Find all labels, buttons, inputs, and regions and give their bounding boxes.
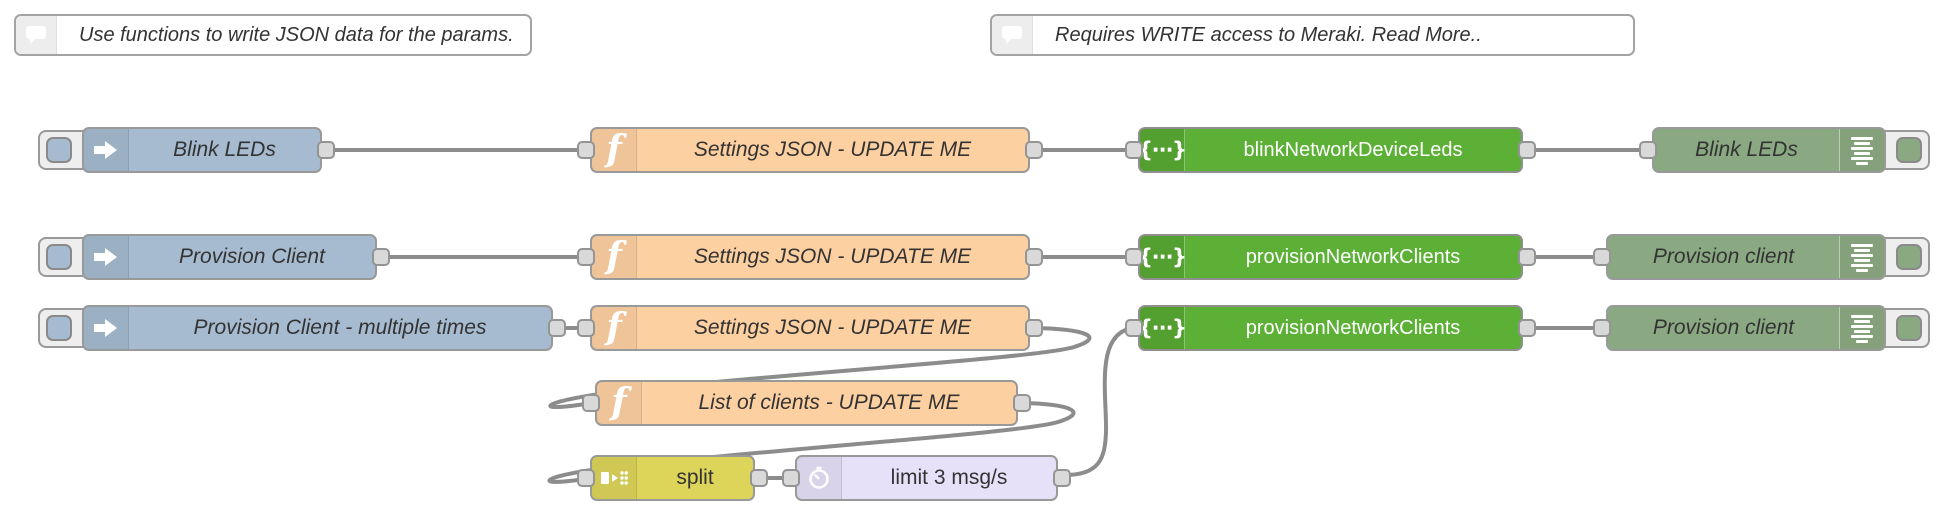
node-inject-provision-client[interactable]: Provision Client — [38, 234, 390, 280]
node-label: Provision Client - multiple times — [193, 316, 487, 339]
input-port[interactable] — [1593, 319, 1611, 337]
function-icon: f — [592, 129, 637, 171]
function-icon: f — [592, 236, 637, 278]
output-port[interactable] — [1518, 248, 1536, 266]
json-braces-icon: {⋯} — [1138, 307, 1187, 349]
inject-arrow-icon — [84, 307, 129, 349]
node-function-settings-json-1[interactable]: f Settings JSON - UPDATE ME — [577, 127, 1043, 173]
output-port[interactable] — [1025, 141, 1043, 159]
debug-lines-icon — [1839, 236, 1884, 278]
function-icon: f — [597, 382, 642, 424]
node-debug-blink-leds[interactable]: Blink LEDs — [1639, 127, 1930, 173]
node-label: Settings JSON - UPDATE ME — [693, 245, 972, 268]
output-port[interactable] — [1013, 394, 1031, 412]
output-port[interactable] — [750, 469, 768, 487]
node-label: blinkNetworkDeviceLeds — [1243, 138, 1463, 161]
node-delay-limit[interactable]: limit 3 msg/s — [782, 455, 1071, 501]
node-api-blink-network-device-leds[interactable]: {⋯} blinkNetworkDeviceLeds — [1125, 127, 1536, 173]
comment-label: Use functions to write JSON data for the… — [79, 23, 514, 46]
output-port[interactable] — [548, 319, 566, 337]
output-port[interactable] — [1518, 141, 1536, 159]
node-debug-provision-client-2[interactable]: Provision client — [1593, 305, 1930, 351]
node-label: Provision client — [1652, 245, 1795, 268]
node-inject-provision-client-multiple[interactable]: Provision Client - multiple times — [38, 305, 566, 351]
node-api-provision-network-clients-2[interactable]: {⋯} provisionNetworkClients — [1125, 305, 1536, 351]
node-label: Settings JSON - UPDATE ME — [693, 316, 972, 339]
node-label: provisionNetworkClients — [1245, 245, 1461, 268]
output-port[interactable] — [1053, 469, 1071, 487]
node-function-settings-json-2[interactable]: f Settings JSON - UPDATE ME — [577, 234, 1043, 280]
input-port[interactable] — [1125, 141, 1143, 159]
input-port[interactable] — [1639, 141, 1657, 159]
node-inject-blink-leds[interactable]: Blink LEDs — [38, 127, 335, 173]
node-label: Blink LEDs — [173, 138, 276, 161]
node-api-provision-network-clients-1[interactable]: {⋯} provisionNetworkClients — [1125, 234, 1536, 280]
node-debug-provision-client-1[interactable]: Provision client — [1593, 234, 1930, 280]
node-function-settings-json-3[interactable]: f Settings JSON - UPDATE ME — [577, 305, 1043, 351]
input-port[interactable] — [1125, 319, 1143, 337]
timer-icon — [797, 457, 842, 499]
inject-arrow-icon — [84, 129, 129, 171]
node-label: provisionNetworkClients — [1245, 316, 1461, 339]
output-port[interactable] — [317, 141, 335, 159]
debug-lines-icon — [1839, 307, 1884, 349]
input-port[interactable] — [577, 319, 595, 337]
node-label: List of clients - UPDATE ME — [698, 391, 960, 414]
node-label: Provision client — [1652, 316, 1795, 339]
function-icon: f — [592, 307, 637, 349]
debug-lines-icon — [1839, 129, 1884, 171]
json-braces-icon: {⋯} — [1138, 236, 1187, 278]
output-port[interactable] — [1025, 319, 1043, 337]
json-braces-icon: {⋯} — [1138, 129, 1187, 171]
output-port[interactable] — [372, 248, 390, 266]
comment-label: Requires WRITE access to Meraki. Read Mo… — [1055, 23, 1482, 46]
speech-bubble-icon — [16, 16, 57, 54]
input-port[interactable] — [577, 141, 595, 159]
node-label: Settings JSON - UPDATE ME — [693, 138, 972, 161]
node-label: limit 3 msg/s — [890, 466, 1008, 489]
wire-list-to-split[interactable] — [547, 401, 1076, 484]
wire-limit-to-api-provision-2[interactable] — [1060, 326, 1136, 478]
output-port[interactable] — [1518, 319, 1536, 337]
speech-bubble-icon — [992, 16, 1033, 54]
input-port[interactable] — [1125, 248, 1143, 266]
node-function-list-of-clients[interactable]: f List of clients - UPDATE ME — [582, 380, 1031, 426]
node-label: Provision Client — [179, 245, 325, 268]
wire-fn3-to-list[interactable] — [548, 326, 1092, 410]
output-port[interactable] — [1025, 248, 1043, 266]
input-port[interactable] — [577, 469, 595, 487]
input-port[interactable] — [1593, 248, 1611, 266]
node-label: Blink LEDs — [1695, 138, 1798, 161]
inject-arrow-icon — [84, 236, 129, 278]
input-port[interactable] — [582, 394, 600, 412]
node-split[interactable]: split — [577, 455, 768, 501]
node-label: split — [676, 466, 714, 489]
split-icon — [592, 457, 637, 499]
input-port[interactable] — [782, 469, 800, 487]
input-port[interactable] — [577, 248, 595, 266]
comment-node-functions[interactable]: Use functions to write JSON data for the… — [14, 14, 532, 56]
comment-node-write-access[interactable]: Requires WRITE access to Meraki. Read Mo… — [990, 14, 1635, 56]
